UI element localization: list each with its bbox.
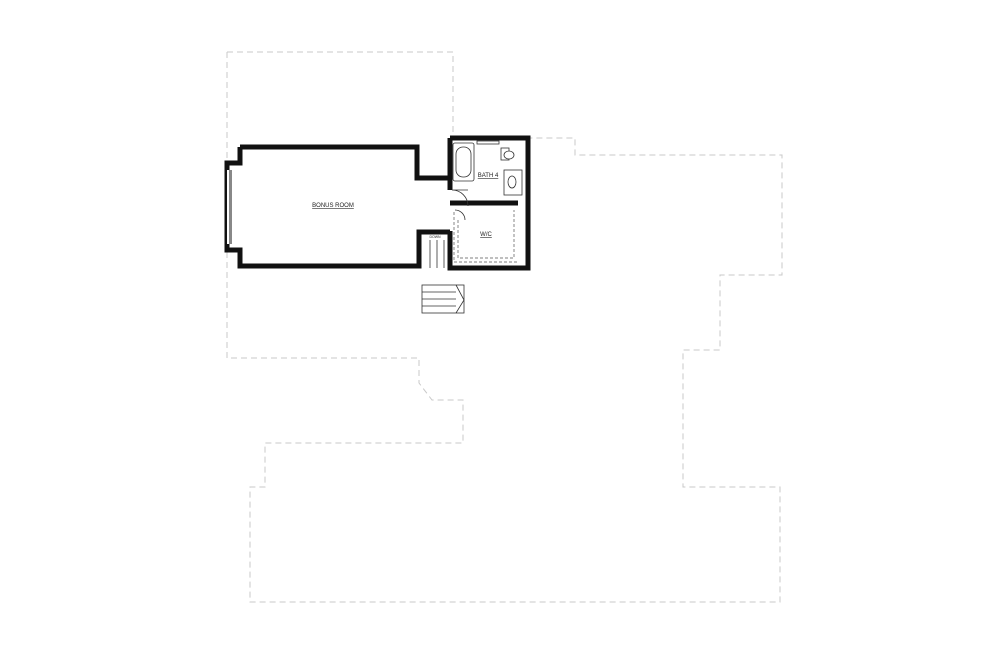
bonus-room-label: BONUS ROOM [312, 203, 354, 209]
lower-floor-outline [226, 51, 783, 603]
bonus-door [451, 189, 469, 207]
wic-shelving [453, 209, 518, 263]
bonus-room-walls [224, 135, 531, 271]
bath-4-label: BATH 4 [478, 173, 499, 179]
stair-lines [421, 240, 465, 314]
bath-fixtures [452, 140, 523, 196]
stair-down-label: DOWN [429, 235, 441, 239]
west-window [224, 170, 232, 244]
wic-label: W/C [480, 232, 492, 238]
